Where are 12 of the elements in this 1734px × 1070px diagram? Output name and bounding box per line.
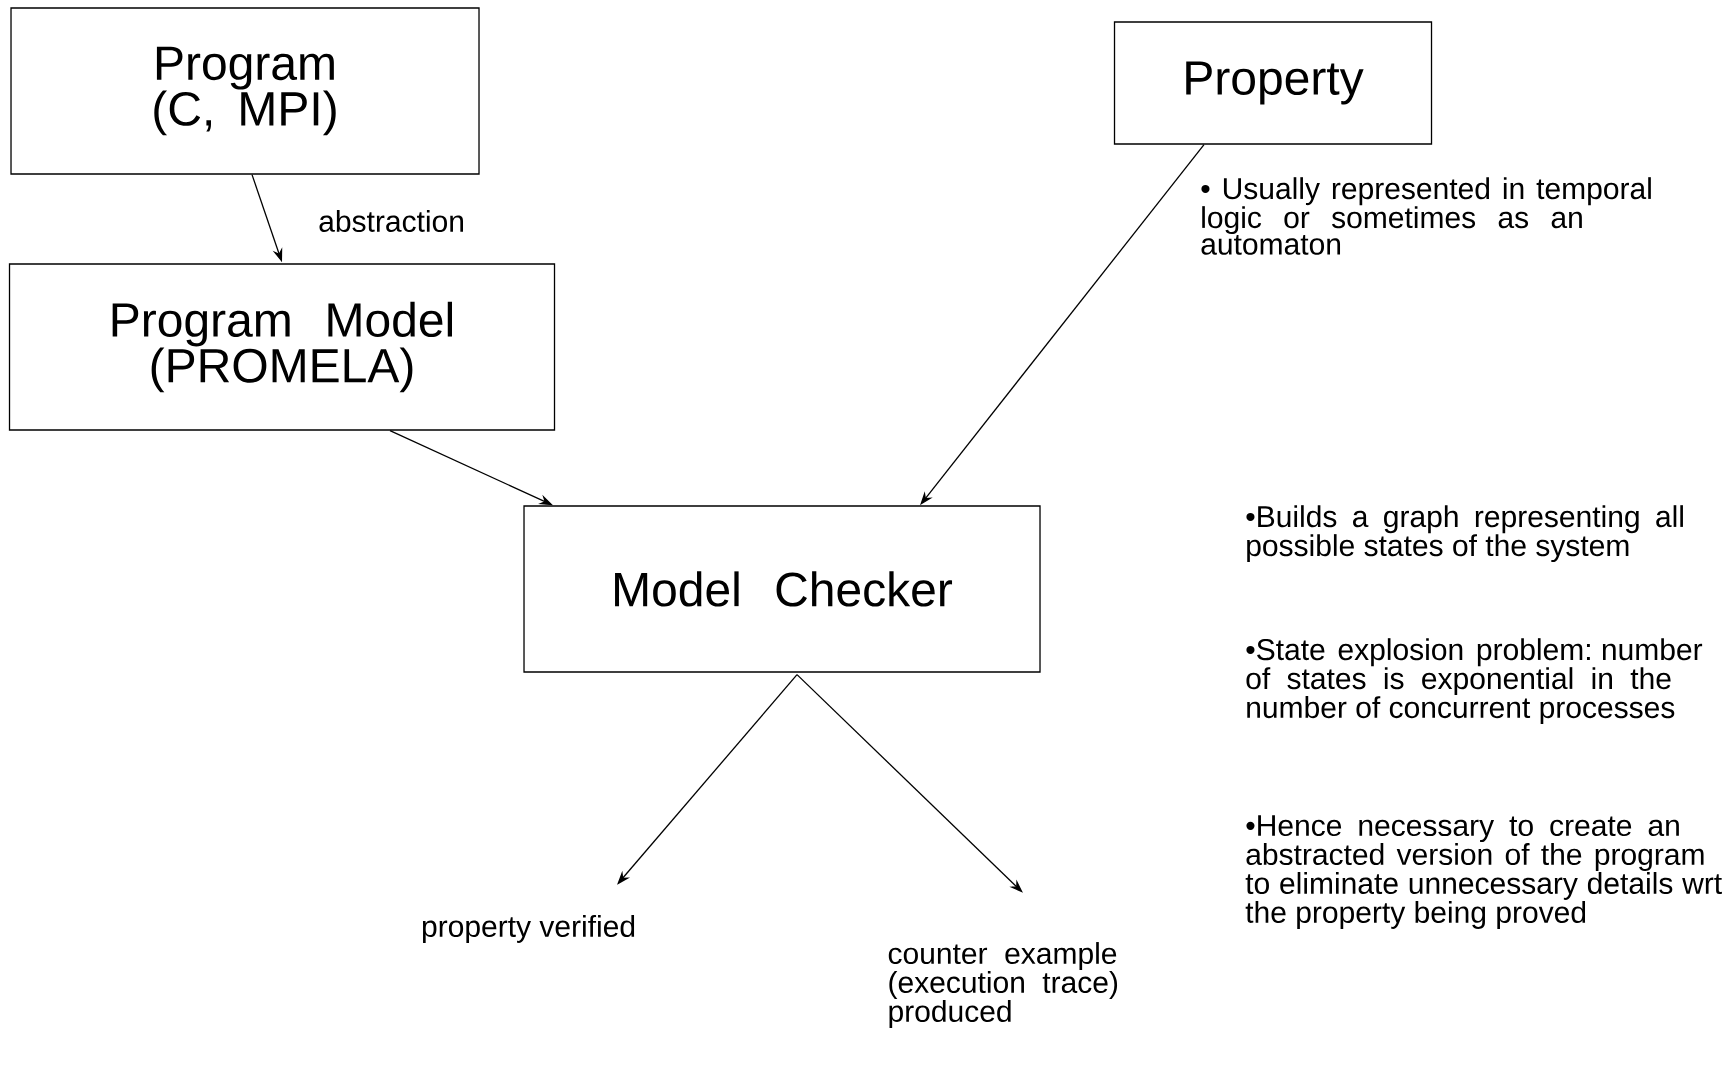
outcome-text: property verified — [422, 915, 635, 943]
note-text: •State explosion problem: number of states is exponential in the number of concurrent processes — [1246, 638, 1703, 725]
arrow — [796, 674, 1023, 893]
note-text: • Usually represented in temporal logic or sometimes as an automaton — [1201, 177, 1651, 255]
outcome-text: counter example (execution trace) produced — [888, 942, 1118, 1028]
process-box: Program Model (PROMELA) — [8, 263, 556, 431]
edge-label: abstraction — [316, 207, 467, 234]
note-text: •Builds a graph representing all possible states of the system — [1246, 505, 1683, 563]
process-box: Program (C, MPI) — [10, 7, 480, 175]
process-box: Model Checker — [523, 505, 1041, 673]
note-text: •Hence necessary to create an abstracted version of the program to eliminate unnecessary details wrt the property being proved — [1245, 815, 1722, 929]
process-box: Property — [1113, 21, 1433, 145]
